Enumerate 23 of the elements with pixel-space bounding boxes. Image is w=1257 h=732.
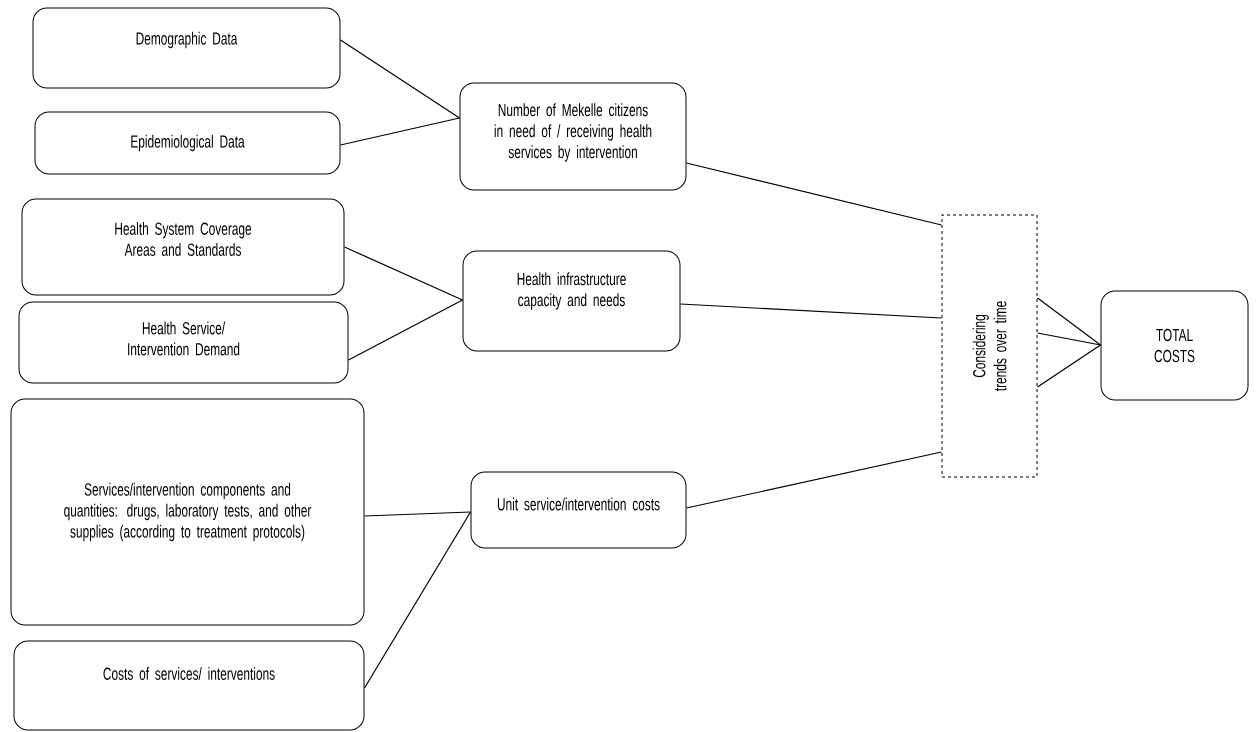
rounded-box: Demographic Data xyxy=(32,7,341,89)
rounded-box: Number of Mekelle citizens in need of / receiving health services by intervention xyxy=(459,82,687,191)
connector-line xyxy=(1036,297,1102,346)
connector-line xyxy=(343,246,464,301)
connector-line xyxy=(363,511,472,689)
connector-line xyxy=(679,303,943,319)
rounded-box: TOTAL COSTS xyxy=(1100,290,1249,401)
rounded-box: Costs of services/ interventions xyxy=(13,640,365,731)
connector-line xyxy=(685,451,943,509)
connector-line xyxy=(685,162,943,226)
rounded-box: Services/intervention components and quantities: drugs, laboratory tests, and other supplies (according to treatment protocols) xyxy=(10,398,365,626)
rounded-box: Unit service/intervention costs xyxy=(470,471,687,549)
connector-line xyxy=(347,299,464,361)
connector-line xyxy=(339,117,461,146)
rounded-box: Health Service/ Intervention Demand xyxy=(18,301,349,384)
rounded-box: Health infrastructure capacity and needs xyxy=(462,250,681,352)
rounded-box: Epidemiological Data xyxy=(34,111,341,175)
connector-line xyxy=(339,39,461,119)
connector-line xyxy=(363,511,472,517)
connector-line xyxy=(1036,344,1102,388)
rounded-box: Health System Coverage Areas and Standards xyxy=(21,198,345,296)
dashed-box: Considering trends over time xyxy=(941,214,1038,478)
connector-line xyxy=(1036,332,1102,346)
